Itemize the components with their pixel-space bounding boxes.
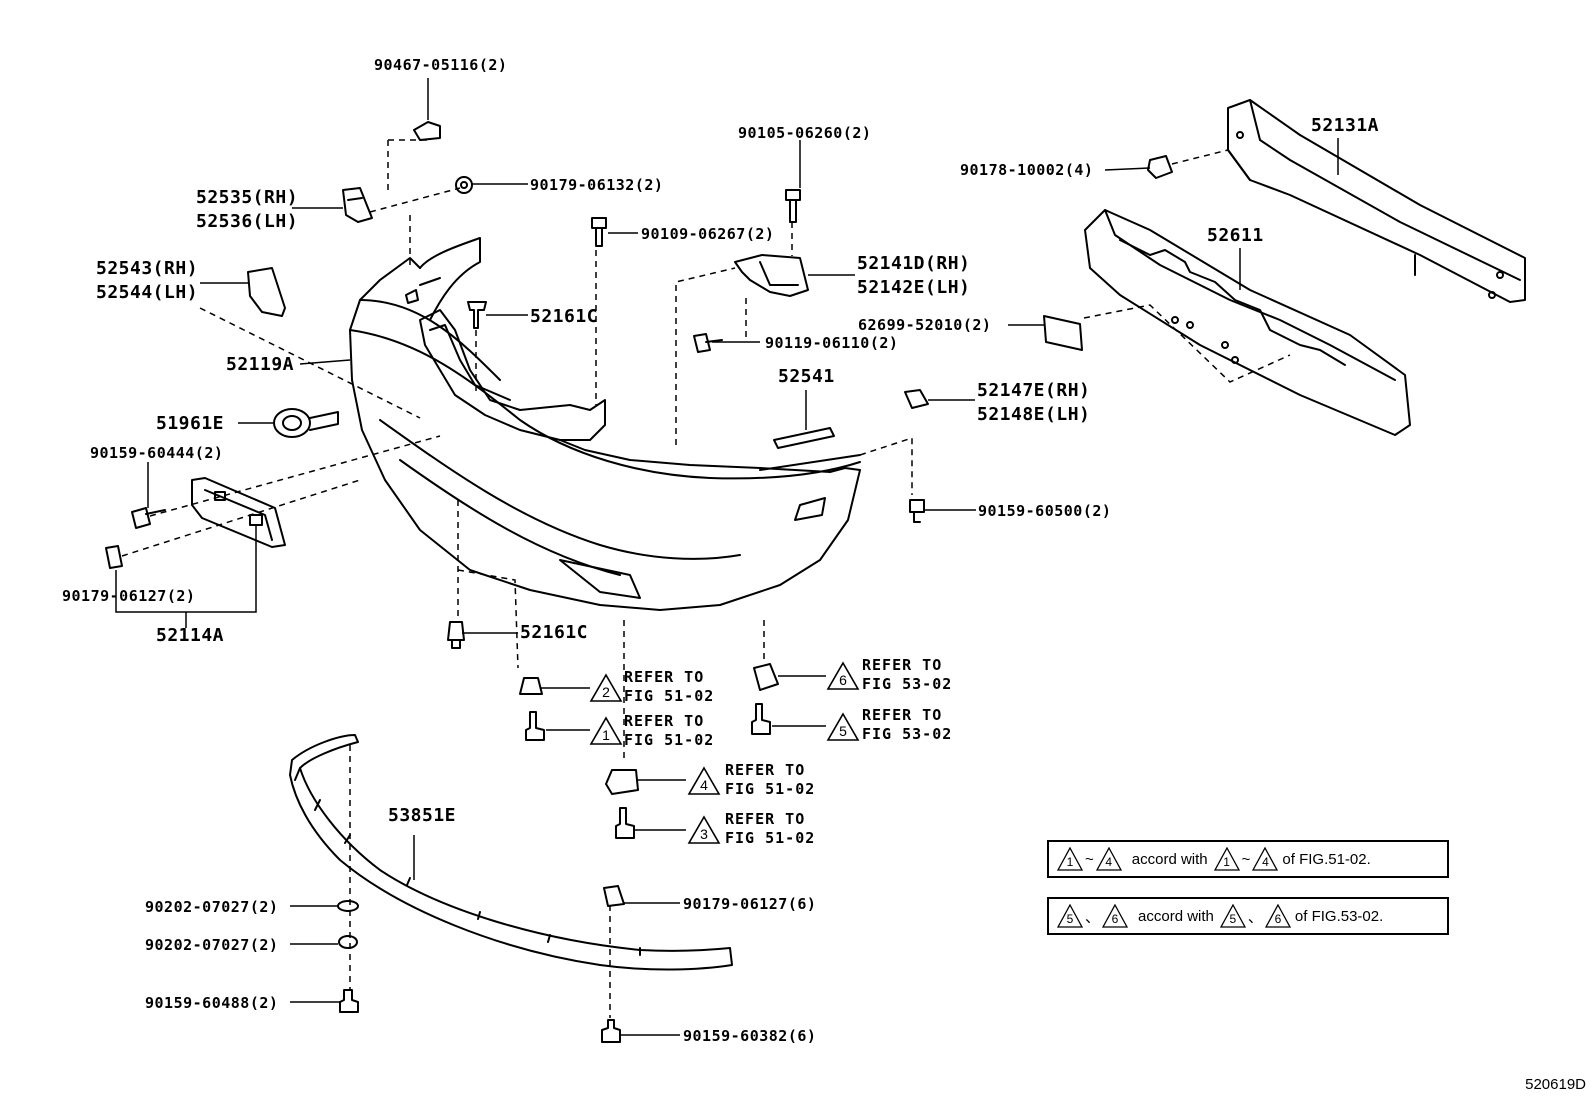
label-90159-60382: 90159-60382(6) (683, 1027, 817, 1045)
leader-lines (115, 78, 1339, 1036)
label-90159-60488: 90159-60488(2) (145, 994, 279, 1012)
label-52544: 52544(LH) (96, 282, 199, 303)
legend-triangle-icon: 1 (1213, 847, 1240, 871)
label-90109-06267: 90109-06267(2) (641, 225, 775, 243)
ref-triangle-5: 5 (826, 712, 860, 742)
legend-fig-53-02: 5 、 6 accord with 5 、 6 of FIG.53-02. (1047, 897, 1449, 935)
label-53851e: 53851E (388, 805, 457, 826)
ref-triangle-1: 1 (589, 716, 623, 746)
lower-spoiler-53851e (289, 734, 733, 971)
label-52536: 52536(LH) (196, 211, 299, 232)
label-90467-05116: 90467-05116(2) (374, 56, 508, 74)
label-62699-52010: 62699-52010(2) (858, 316, 992, 334)
legend-fig-51-02: 1 ~ 4 accord with 1 ~ 4 of FIG.51-02. (1047, 840, 1449, 878)
legend-triangle-icon: 1 (1057, 847, 1083, 871)
legend-triangle-icon: 4 (1095, 847, 1122, 871)
label-51961e: 51961E (156, 413, 225, 434)
label-52543: 52543(RH) (96, 258, 199, 279)
label-52147e: 52147E(RH) (977, 380, 1091, 401)
label-90159-60444: 90159-60444(2) (90, 444, 224, 462)
label-90178-10002: 90178-10002(4) (960, 161, 1094, 179)
ref-triangle-3: 3 (687, 815, 721, 845)
label-52114a: 52114A (156, 625, 225, 646)
label-52611: 52611 (1207, 225, 1264, 246)
label-52161c-bottom: 52161C (520, 622, 589, 643)
label-52131a: 52131A (1311, 115, 1380, 136)
label-90179-06127: 90179-06127(2) (62, 587, 196, 605)
legend-triangle-icon: 5 (1057, 904, 1083, 928)
label-90159-60500: 90159-60500(2) (978, 502, 1112, 520)
label-52148e: 52148E(LH) (977, 404, 1091, 425)
reinforcement-52131a (1227, 99, 1526, 303)
label-90119-06110: 90119-06110(2) (765, 334, 899, 352)
label-90202-07027-a: 90202-07027(2) (145, 898, 279, 916)
label-52535: 52535(RH) (196, 187, 299, 208)
label-52161c-top: 52161C (530, 306, 599, 327)
label-52119a: 52119A (226, 354, 295, 375)
legend-triangle-icon: 6 (1264, 904, 1291, 928)
label-90179-06127-6: 90179-06127(6) (683, 895, 817, 913)
bumper-cover-52119a (349, 237, 861, 611)
small-parts (105, 121, 1173, 1043)
legend-triangle-icon: 4 (1252, 847, 1279, 871)
legend-triangle-icon: 5 (1219, 904, 1246, 928)
label-52141d: 52141D(RH) (857, 253, 971, 274)
energy-absorber-52611 (1084, 209, 1411, 436)
ref-triangle-4: 4 (687, 766, 721, 796)
ref-triangle-2: 2 (589, 673, 623, 703)
legend-triangle-icon: 6 (1102, 904, 1129, 928)
label-90202-07027-b: 90202-07027(2) (145, 936, 279, 954)
license-bracket-52114a (191, 477, 286, 548)
assembly-lines (121, 139, 1291, 1018)
label-90179-06132: 90179-06132(2) (530, 176, 664, 194)
label-52142e: 52142E(LH) (857, 277, 971, 298)
figure-id: 520619D (1525, 1076, 1586, 1093)
ref-triangle-6: 6 (826, 661, 860, 691)
label-52541: 52541 (778, 366, 835, 387)
label-90105-06260: 90105-06260(2) (738, 124, 872, 142)
